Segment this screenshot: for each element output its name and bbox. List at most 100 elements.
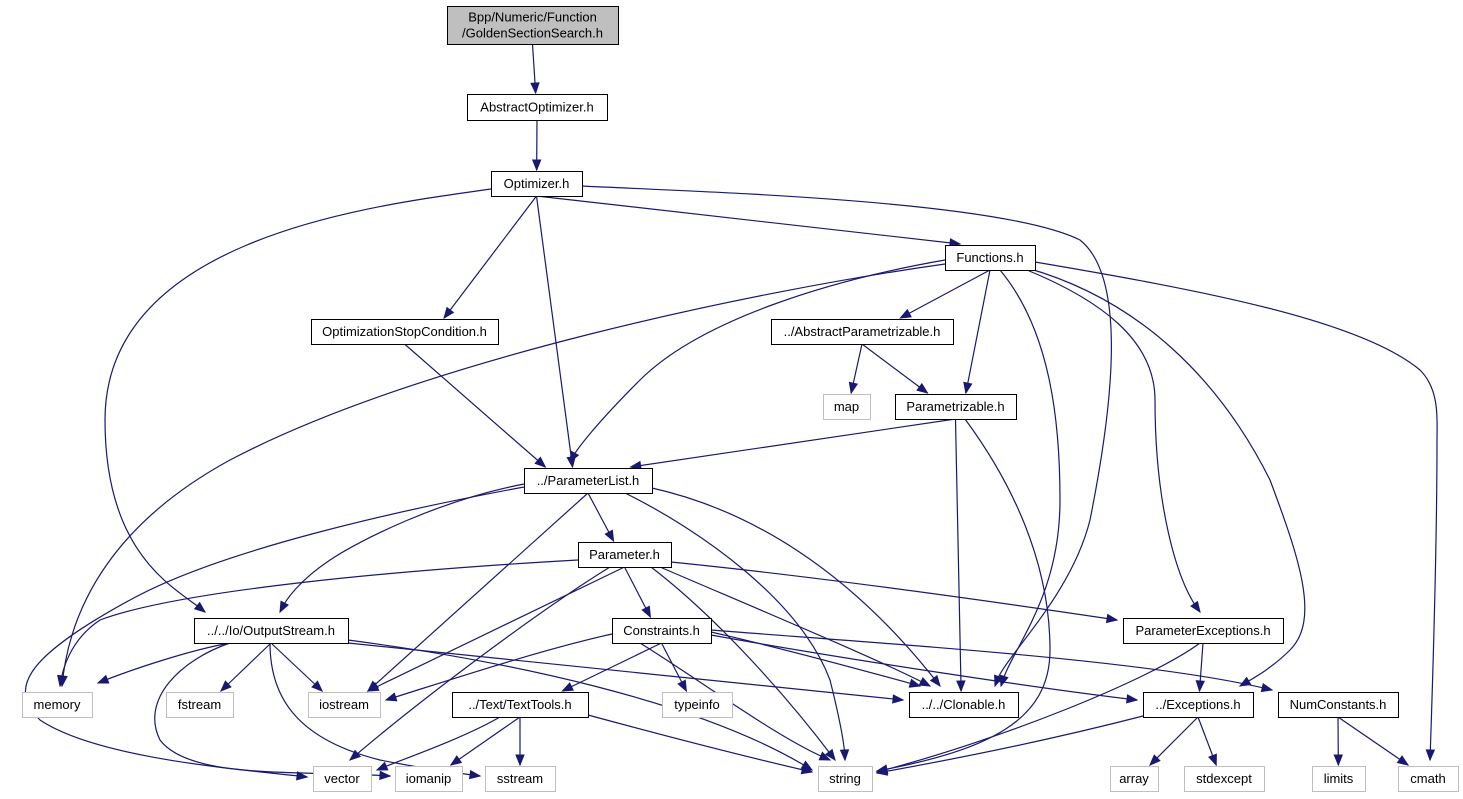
arrowhead (839, 749, 850, 762)
node-box (612, 618, 712, 644)
node-functions[interactable]: Functions.h (945, 245, 1036, 271)
node-iostream: iostream (308, 692, 381, 718)
arrowhead (824, 748, 836, 762)
edge-line (581, 185, 1112, 687)
edge-line (536, 195, 961, 245)
node-label: ../AbstractParametrizable.h (784, 324, 941, 339)
edge-text_tools-to-iomanip (449, 716, 521, 766)
node-iomanip: iomanip (395, 766, 463, 792)
edge-output_stream-to-memory (96, 642, 231, 684)
edge-line (450, 716, 521, 766)
node-text-tools[interactable]: ../Text/TextTools.h (452, 692, 589, 718)
edge-line (104, 188, 492, 613)
node-param-exc[interactable]: ParameterExceptions.h (1123, 618, 1284, 644)
arrowhead (875, 766, 889, 776)
edge-line (279, 483, 525, 613)
arrowhead (956, 680, 966, 693)
node-box (485, 766, 556, 792)
node-parameter[interactable]: Parameter.h (578, 542, 672, 568)
arrowhead (531, 159, 542, 172)
node-label: ../ParameterList.h (537, 473, 640, 488)
edge-line (710, 631, 921, 687)
edge-line (270, 642, 323, 692)
node-label: OptimizationStopCondition.h (322, 324, 487, 339)
node-label: cmath (1410, 771, 1445, 786)
node-param-list[interactable]: ../ParameterList.h (524, 468, 653, 494)
node-box (818, 766, 873, 792)
edge-line (650, 566, 836, 761)
node-exceptions[interactable]: ../Exceptions.h (1143, 692, 1254, 718)
edge-constraints-to-string (639, 642, 832, 761)
arrowhead (468, 769, 482, 780)
arrowhead (530, 82, 540, 95)
node-string: string (818, 766, 873, 792)
node-label: iostream (319, 697, 369, 712)
node-label: stdexcept (1196, 771, 1252, 786)
node-clonable[interactable]: ../../Clonable.h (909, 692, 1019, 718)
edge-line (965, 269, 991, 394)
arrowhead (1208, 753, 1217, 767)
arrowhead (384, 692, 398, 702)
node-abs-param[interactable]: ../AbstractParametrizable.h (771, 319, 954, 345)
node-box (491, 171, 583, 197)
arrowhead (1149, 754, 1161, 766)
arrowhead (963, 381, 973, 395)
node-label: array (1119, 771, 1149, 786)
node-label: vector (324, 771, 360, 786)
arrowhead (379, 770, 392, 781)
edge-exceptions-to-stdexcept (1197, 716, 1217, 767)
node-typeinfo: typeinfo (662, 692, 733, 718)
edge-param_exc-to-exceptions (1195, 642, 1205, 693)
edge-functions-to-abs_param (899, 269, 991, 319)
edge-line (59, 559, 579, 687)
node-box (895, 394, 1017, 420)
node-sstream: sstream (485, 766, 556, 792)
edge-line (24, 486, 525, 778)
node-num-constants[interactable]: NumConstants.h (1278, 692, 1399, 718)
arrowhead (443, 306, 455, 320)
node-opt-stop[interactable]: OptimizationStopCondition.h (311, 319, 499, 345)
node-optimizer[interactable]: Optimizer.h (491, 171, 583, 197)
edge-line (651, 487, 941, 687)
edge-output_stream-to-fstream (219, 642, 272, 692)
edge-line (670, 561, 1118, 621)
node-parametrizable[interactable]: Parametrizable.h (895, 394, 1017, 420)
edge-line (624, 492, 846, 761)
node-box (1143, 692, 1254, 718)
edge-constraints-to-exceptions (710, 634, 1139, 704)
node-memory: memory (22, 692, 93, 718)
node-label: sstream (497, 771, 543, 786)
edge-line (587, 714, 813, 773)
edge-parametrizable-to-param_list (629, 418, 956, 471)
edge-line (569, 259, 946, 463)
edge-constraints-to-clonable (710, 631, 922, 688)
edge-parameter-to-constraints (623, 566, 652, 619)
node-output-stream[interactable]: ../../Io/OutputStream.h (194, 618, 349, 644)
edge-line (861, 343, 928, 394)
edge-line (1034, 261, 1438, 761)
edge-parameter-to-string (650, 566, 836, 762)
node-box (823, 394, 871, 420)
node-box (166, 692, 234, 718)
edge-text_tools-to-vector (375, 716, 501, 771)
arrowhead (908, 678, 922, 688)
edge-line (900, 269, 991, 319)
edge-parameter-to-param_exc (670, 561, 1119, 624)
arrowhead (57, 674, 67, 688)
node-box (771, 319, 954, 345)
node-abstract-optimizer[interactable]: AbstractOptimizer.h (467, 94, 608, 121)
node-box (662, 692, 733, 718)
edge-optimizer-to-opt_stop (443, 195, 537, 320)
node-constraints[interactable]: Constraints.h (612, 618, 712, 644)
edge-line (385, 633, 613, 701)
node-label: NumConstants.h (1290, 697, 1387, 712)
edge-line (347, 642, 904, 701)
edge-line (367, 492, 589, 692)
edge-output_stream-to-iostream (270, 642, 324, 692)
node-box (1312, 766, 1366, 792)
node-root[interactable]: Bpp/Numeric/Function/GoldenSectionSearch… (447, 6, 619, 45)
edge-exceptions-to-array (1149, 716, 1199, 766)
edge-text_tools-to-sstream (515, 717, 525, 767)
node-label: AbstractOptimizer.h (480, 100, 593, 115)
arrowhead (892, 694, 905, 704)
